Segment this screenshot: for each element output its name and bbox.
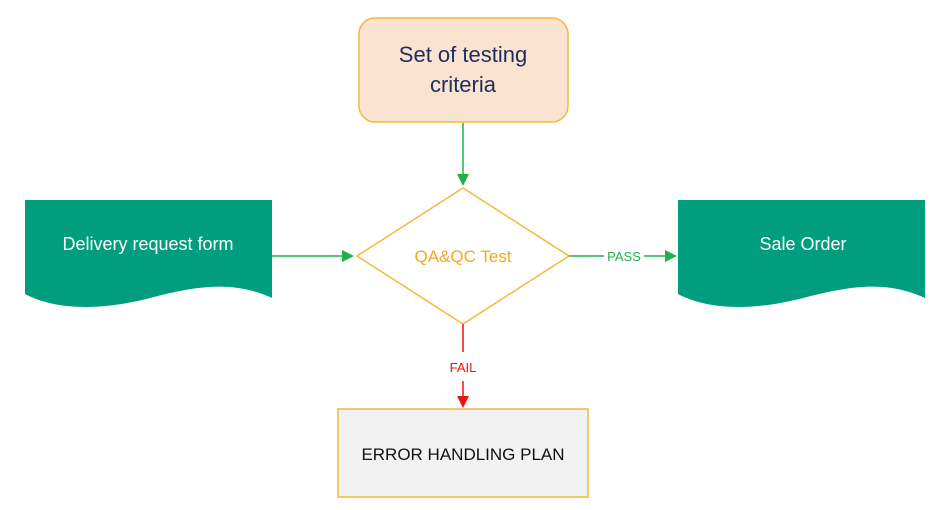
criteria-node: Set of testing criteria: [358, 17, 569, 123]
error-handling-node: ERROR HANDLING PLAN: [337, 408, 589, 498]
decision-label: QA&QC Test: [415, 247, 512, 266]
fail-label: FAIL: [450, 360, 477, 375]
input-document-label: Delivery request form: [62, 234, 233, 254]
pass-label: PASS: [607, 249, 641, 264]
output-document-node: Sale Order: [678, 200, 925, 307]
pass-edge: PASS: [569, 249, 677, 264]
decision-node: QA&QC Test: [355, 187, 571, 325]
error-handling-label: ERROR HANDLING PLAN: [361, 445, 564, 464]
output-document-label: Sale Order: [759, 234, 846, 254]
criteria-label-line1: Set of testing: [399, 42, 527, 67]
input-document-node: Delivery request form: [25, 200, 272, 307]
criteria-label-line2: criteria: [430, 72, 497, 97]
fail-edge: FAIL: [450, 324, 477, 408]
